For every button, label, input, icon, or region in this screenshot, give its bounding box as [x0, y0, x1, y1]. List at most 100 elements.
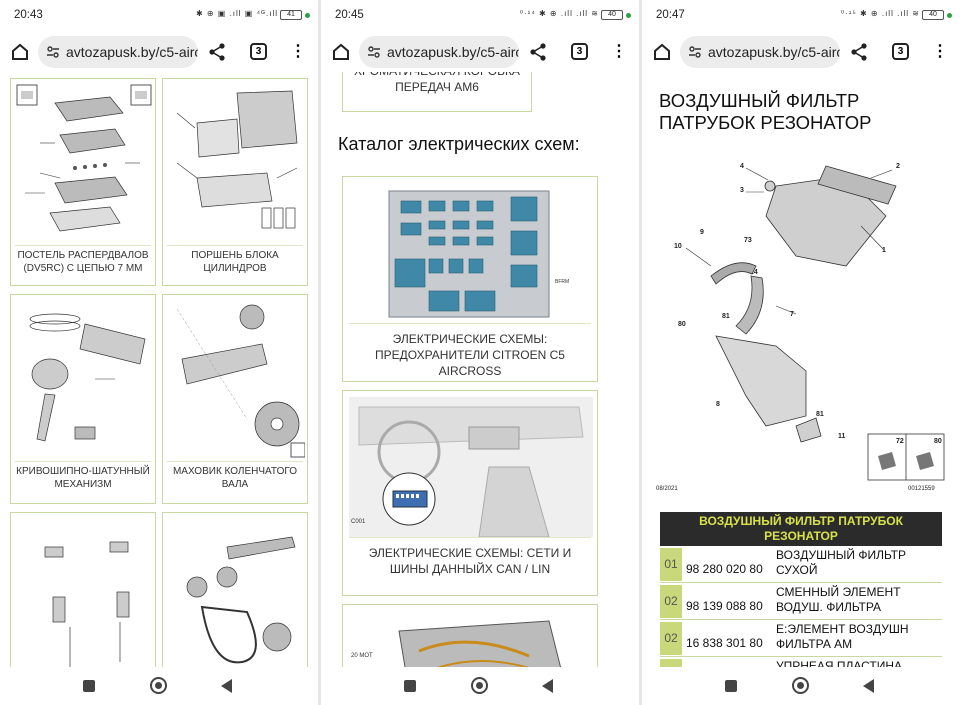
- page-content: ХРОМАТИЧЕСКАЯ КОРОБКА ПЕРЕДАЧ AM6 Катало…: [321, 72, 639, 667]
- card-label: ЭЛЕКТРИЧЕСКИЕ СХЕМЫ: СЕТИ И ШИНЫ ДАННЫЙХ…: [368, 546, 572, 576]
- battery-icon: 40: [601, 10, 623, 20]
- card-engine-scheme[interactable]: 20 MOT: [342, 604, 598, 667]
- svg-text:80: 80: [934, 438, 942, 445]
- card-can-lin-scheme[interactable]: C001 ЭЛЕКТРИЧЕСКИЕ СХЕМЫ: СЕТИ И ШИНЫ ДА…: [342, 390, 598, 596]
- card-label: ПОРШЕНЬ БЛОКА ЦИЛИНДРОВ: [191, 250, 279, 274]
- parts-table: ВОЗДУШНЫЙ ФИЛЬТР ПАТРУБОК РЕЗОНАТОР 01 9…: [660, 512, 942, 667]
- card-timing-chain[interactable]: [162, 512, 308, 667]
- status-bar: 20:43 ✱ ⊕ ▣ .ıll ▣ ⁴ᴳ.ıll 41: [0, 0, 318, 32]
- card-label: ПОСТЕЛЬ РАСПЕРДВАЛОВ (DV5RC) С ЦЕПЬЮ 7 М…: [17, 250, 149, 274]
- svg-text:8: 8: [716, 401, 720, 408]
- svg-text:11: 11: [838, 433, 846, 440]
- recents-button[interactable]: [83, 680, 95, 692]
- row-number: 01: [660, 548, 682, 581]
- system-nav-bar: [0, 667, 318, 705]
- card-flywheel[interactable]: МАХОВИК КОЛЕНЧАТОГО ВАЛА: [162, 294, 308, 504]
- svg-text:20 MOT: 20 MOT: [351, 653, 373, 659]
- flywheel-diagram-image: [176, 304, 305, 458]
- site-settings-icon[interactable]: [688, 45, 702, 59]
- svg-text:BFRM: BFRM: [555, 279, 569, 285]
- svg-text:1: 1: [882, 247, 886, 254]
- share-icon[interactable]: [208, 42, 226, 62]
- url-text: avtozapusk.by/c5-airc: [66, 44, 198, 60]
- card-separator: [15, 245, 151, 246]
- url-bar[interactable]: avtozapusk.by/c5-airc: [38, 36, 198, 68]
- share-icon[interactable]: [529, 42, 547, 62]
- page-content: ПОСТЕЛЬ РАСПЕРДВАЛОВ (DV5RC) С ЦЕПЬЮ 7 М…: [0, 72, 318, 667]
- browser-toolbar: avtozapusk.by/c5-airc 3 ⋮: [0, 32, 318, 72]
- diagram-date: 08/2021: [656, 486, 678, 492]
- svg-text:14: 14: [750, 269, 758, 276]
- svg-text:81: 81: [722, 313, 730, 320]
- card-separator: [349, 323, 591, 324]
- table-row[interactable]: 02 16 838 301 80 Е:ЭЛЕМЕНТ ВОЗДУШН ФИЛЬТ…: [660, 620, 942, 657]
- tab-switcher-button[interactable]: 3: [571, 43, 588, 60]
- svg-text:72: 72: [896, 438, 904, 445]
- row-number: 02: [660, 585, 682, 618]
- back-button[interactable]: [863, 679, 874, 693]
- home-icon[interactable]: [10, 42, 30, 62]
- site-settings-icon[interactable]: [367, 45, 381, 59]
- privacy-dot-icon: [626, 13, 631, 18]
- cylinder-block-diagram-image: [176, 90, 298, 229]
- table-row[interactable]: 02 98 139 088 80 СМЕННЫЙ ЭЛЕМЕНТ ВОДУШ. …: [660, 583, 942, 620]
- valves-diagram-image: [44, 541, 130, 667]
- browser-toolbar: avtozapusk.by/c5-airc 3 ⋮: [321, 32, 639, 72]
- share-icon[interactable]: [850, 42, 868, 62]
- tab-switcher-button[interactable]: 3: [892, 43, 909, 60]
- part-name: ВОЗДУШНЫЙ ФИЛЬТР СУХОЙ: [776, 548, 906, 577]
- card-separator: [349, 537, 591, 538]
- page-title: ВОЗДУШНЫЙ ФИЛЬТР ПАТРУБОК РЕЗОНАТОР: [659, 90, 872, 133]
- card-label: МАХОВИК КОЛЕНЧАТОГО ВАЛА: [172, 466, 298, 490]
- table-header: ВОЗДУШНЫЙ ФИЛЬТР ПАТРУБОК РЕЗОНАТОР: [660, 512, 942, 546]
- svg-text:7: 7: [790, 311, 794, 318]
- screen-engine-parts: 20:43 ✱ ⊕ ▣ .ıll ▣ ⁴ᴳ.ıll 41 avtozapusk.…: [0, 0, 318, 705]
- menu-icon[interactable]: ⋮: [611, 43, 627, 60]
- svg-text:80: 80: [678, 321, 686, 328]
- status-icons: ⁰·¹⁴ ✱ ⊕ .ıll .ıll ≋: [519, 9, 599, 18]
- screen-air-filter: 20:47 ⁰·¹⁵ ✱ ⊕ .ıll .ıll ≋ 40 avtozapusk…: [642, 0, 960, 705]
- status-icons: ⁰·¹⁵ ✱ ⊕ .ıll .ıll ≋: [840, 9, 920, 18]
- row-number: [660, 659, 682, 667]
- svg-text:3: 3: [740, 187, 744, 194]
- card-valves[interactable]: [10, 512, 156, 667]
- svg-text:C001: C001: [351, 519, 366, 525]
- engine-wiring-diagram-image: 20 MOT: [351, 620, 562, 667]
- status-bar: 20:47 ⁰·¹⁵ ✱ ⊕ .ıll .ıll ≋ 40: [642, 0, 960, 32]
- battery-icon: 40: [922, 10, 944, 20]
- url-bar[interactable]: avtozapusk.by/c5-airc: [680, 36, 840, 68]
- recents-button[interactable]: [725, 680, 737, 692]
- card-crank-mechanism[interactable]: КРИВОШИПНО-ШАТУННЫЙ МЕХАНИЗМ: [10, 294, 156, 504]
- recents-button[interactable]: [404, 680, 416, 692]
- home-icon[interactable]: [652, 42, 672, 62]
- url-bar[interactable]: avtozapusk.by/c5-airc: [359, 36, 519, 68]
- table-row[interactable]: УПРНЕАЯ ПЛАСТИНА: [660, 657, 942, 667]
- card-camshaft[interactable]: ПОСТЕЛЬ РАСПЕРДВАЛОВ (DV5RC) С ЦЕПЬЮ 7 М…: [10, 78, 156, 286]
- home-button[interactable]: [471, 677, 488, 694]
- card-label: КРИВОШИПНО-ШАТУННЫЙ МЕХАНИЗМ: [16, 466, 150, 490]
- fuse-box-diagram-image: BFRM: [388, 190, 569, 318]
- card-label: ЭЛЕКТРИЧЕСКИЕ СХЕМЫ: ПРЕДОХРАНИТЕЛИ CITR…: [375, 332, 565, 378]
- browser-toolbar: avtozapusk.by/c5-airc 3 ⋮: [642, 32, 960, 72]
- card-gearbox[interactable]: ХРОМАТИЧЕСКАЯ КОРОБКА ПЕРЕДАЧ AM6: [342, 72, 532, 112]
- svg-text:73: 73: [744, 237, 752, 244]
- status-time: 20:43: [14, 9, 43, 21]
- home-button[interactable]: [150, 677, 167, 694]
- home-button[interactable]: [792, 677, 809, 694]
- card-separator: [167, 245, 303, 246]
- home-icon[interactable]: [331, 42, 351, 62]
- card-piston-block[interactable]: ПОРШЕНЬ БЛОКА ЦИЛИНДРОВ: [162, 78, 308, 286]
- menu-icon[interactable]: ⋮: [290, 43, 306, 60]
- part-name: УПРНЕАЯ ПЛАСТИНА: [776, 659, 903, 667]
- back-button[interactable]: [542, 679, 553, 693]
- back-button[interactable]: [221, 679, 232, 693]
- site-settings-icon[interactable]: [46, 45, 60, 59]
- menu-icon[interactable]: ⋮: [932, 43, 948, 60]
- part-code: 98 280 020 80: [686, 562, 763, 576]
- card-separator: [167, 461, 303, 462]
- tab-switcher-button[interactable]: 3: [250, 43, 267, 60]
- table-row[interactable]: 01 98 280 020 80 ВОЗДУШНЫЙ ФИЛЬТР СУХОЙ: [660, 546, 942, 583]
- card-fuses-scheme[interactable]: BFRM ЭЛЕКТРИЧЕСКИЕ СХЕМЫ: ПРЕДОХРАНИТЕЛИ…: [342, 176, 598, 382]
- status-bar: 20:45 ⁰·¹⁴ ✱ ⊕ .ıll .ıll ≋ 40: [321, 0, 639, 32]
